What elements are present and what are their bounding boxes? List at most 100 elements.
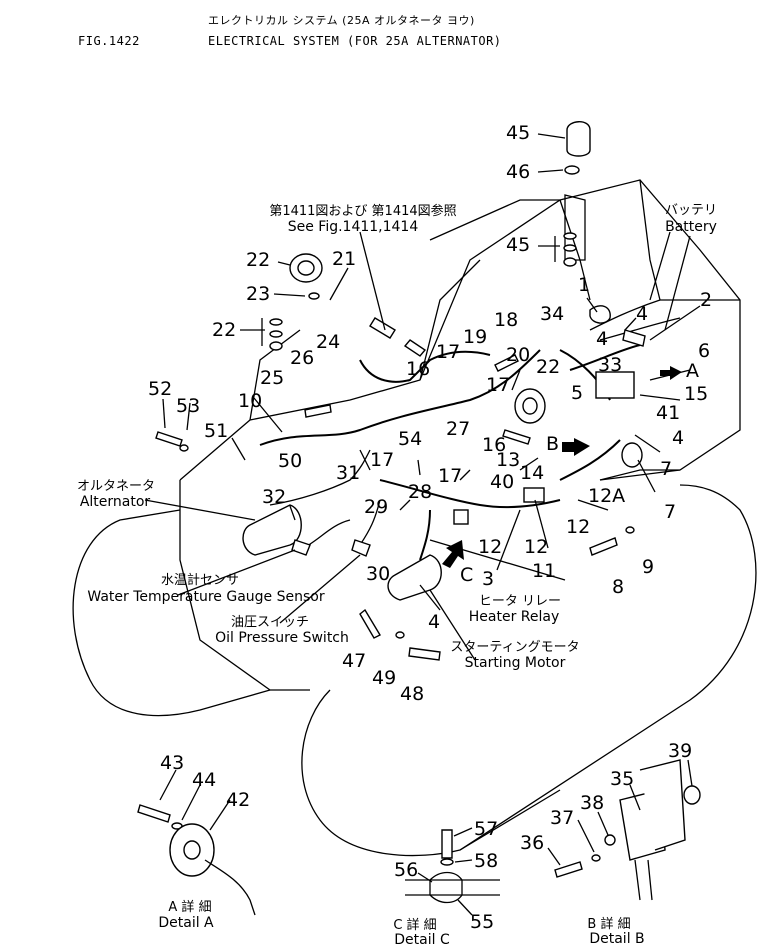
part-number: 37 (550, 807, 575, 829)
part-number: 23 (246, 283, 271, 305)
parts-shapes (155, 121, 646, 661)
part-number: 22 (536, 356, 561, 378)
detail-b-label-jp: B 詳 細 (587, 917, 631, 932)
part-number: 50 (278, 450, 303, 472)
part-number: 28 (408, 481, 433, 503)
oil-pressure-label-jp: 油圧スイッチ (230, 615, 309, 630)
alternator-label-en: Alternator (79, 494, 151, 510)
part-number: 58 (474, 850, 499, 872)
part-number: 12 (524, 536, 549, 558)
part-number: 26 (290, 347, 315, 369)
part-number: 11 (532, 560, 557, 582)
part-number: 4 (596, 328, 609, 350)
part-number: 39 (668, 740, 693, 762)
part-number: 27 (446, 418, 471, 440)
part-number: 36 (520, 832, 545, 854)
part-number: 55 (470, 911, 495, 933)
part-number: 42 (226, 789, 251, 811)
part-number: 4 (672, 427, 685, 449)
part-number: 32 (262, 486, 287, 508)
part-number: 34 (540, 303, 565, 325)
part-number: 14 (520, 462, 545, 484)
part-number: 3 (482, 568, 495, 590)
part-number: 4 (636, 303, 649, 325)
water-temp-label-jp: 水温計センサ (160, 573, 239, 588)
part-number: 8 (612, 576, 625, 598)
heater-relay-label-en: Heater Relay (468, 609, 560, 625)
part-number: 29 (364, 496, 389, 518)
part-number: 16 (406, 358, 431, 380)
part-number: 46 (506, 161, 531, 183)
part-number: 22 (246, 249, 271, 271)
part-number: 12 (478, 536, 503, 558)
detail-b-label-en: Detail B (589, 931, 645, 947)
part-number: 49 (372, 667, 397, 689)
part-number: 48 (400, 683, 425, 705)
part-number: 17 (486, 374, 511, 396)
part-number: 51 (204, 420, 229, 442)
view-marker-b: B (546, 433, 560, 455)
part-number: 17 (436, 341, 461, 363)
view-marker-a: A (686, 360, 699, 382)
detail-c-drawing (405, 827, 500, 916)
wiring-harness (259, 299, 681, 561)
detail-a-drawing (137, 769, 256, 916)
detail-c-label-jp: C 詳 細 (393, 918, 437, 933)
starting-motor-label-jp: スターティングモータ (450, 640, 580, 655)
part-number: 13 (496, 449, 521, 471)
part-number: 45 (506, 122, 531, 144)
part-number: 12 (566, 516, 591, 538)
oil-pressure-label-en: Oil Pressure Switch (215, 630, 349, 646)
part-number: 40 (490, 471, 515, 493)
part-number: 24 (316, 331, 341, 353)
part-number: 30 (366, 563, 391, 585)
part-number: 41 (656, 402, 681, 424)
part-number: 31 (336, 462, 361, 484)
fig-number: FIG.1422 (78, 34, 140, 48)
part-number: 9 (642, 556, 655, 578)
part-number: 56 (394, 859, 419, 881)
battery-label-en: Battery (665, 219, 717, 235)
part-number: 17 (370, 449, 395, 471)
part-number: 53 (176, 395, 201, 417)
detail-a-label-jp: A 詳 細 (168, 900, 212, 915)
page-title: ELECTRICAL SYSTEM (FOR 25A ALTERNATOR) (208, 34, 502, 48)
part-number: 7 (664, 501, 677, 523)
detail-a-label-en: Detail A (158, 915, 214, 931)
part-number: 5 (571, 382, 584, 404)
part-number: 38 (580, 792, 605, 814)
part-number: 25 (260, 367, 285, 389)
part-number: 15 (684, 383, 709, 405)
part-number: 7 (660, 458, 673, 480)
part-number: 19 (463, 326, 488, 348)
part-number: 47 (342, 650, 367, 672)
part-number: 10 (238, 390, 263, 412)
part-number: 22 (212, 319, 237, 341)
part-number: 18 (494, 309, 519, 331)
part-number: 43 (160, 752, 185, 774)
part-number: 54 (398, 428, 423, 450)
part-number: 57 (474, 818, 499, 840)
alternator-label-jp: オルタネータ (76, 479, 155, 494)
see-fig-label-en: See Fig.1411,1414 (287, 219, 419, 235)
part-number: 33 (598, 354, 623, 376)
part-number: 2 (700, 289, 713, 311)
view-marker-c: C (460, 564, 474, 586)
view-arrows (442, 366, 682, 568)
track-outlines (72, 484, 757, 857)
part-number: 20 (506, 344, 531, 366)
see-fig-label-jp: 第1411図および 第1414図参照 (269, 204, 457, 219)
machine-body-outline (179, 179, 741, 691)
detail-c-label-en: Detail C (394, 932, 450, 948)
part-number: 21 (332, 248, 357, 270)
part-number: 1 (578, 274, 591, 296)
part-number: 35 (610, 768, 635, 790)
part-number: 12A (588, 485, 626, 507)
part-number: 17 (438, 465, 463, 487)
part-number: 44 (192, 769, 217, 791)
part-number: 6 (698, 340, 711, 362)
japanese-title: エレクトリカル システム (25A オルタネータ ヨウ) (208, 14, 475, 27)
detail-b-drawing (547, 759, 701, 901)
part-number: 16 (482, 434, 507, 456)
